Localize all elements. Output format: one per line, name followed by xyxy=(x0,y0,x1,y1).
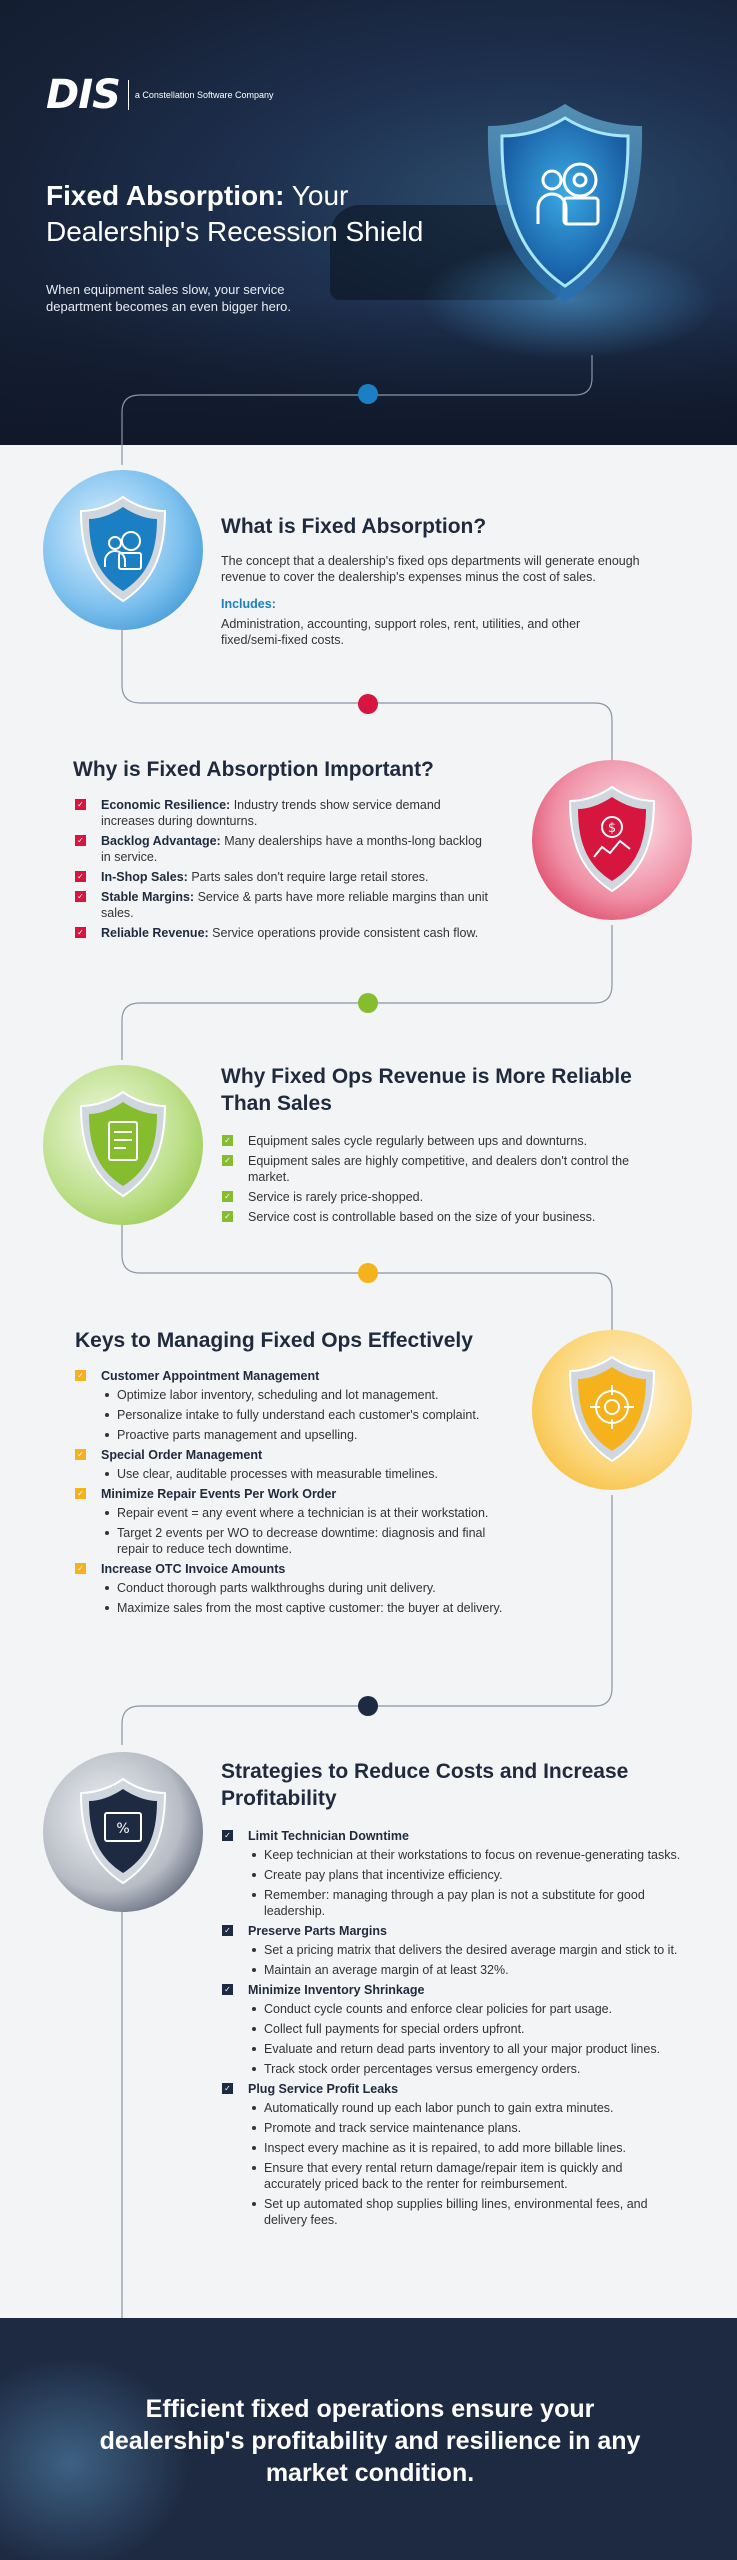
icon-circle-blue xyxy=(43,470,203,630)
list-item: ✓Equipment sales are highly competitive,… xyxy=(222,1153,662,1185)
logo-tagline: a Constellation Software Company xyxy=(134,90,274,100)
list-item: Collect full payments for special orders… xyxy=(248,2021,682,2037)
shield-invoice-icon xyxy=(79,1090,167,1198)
shield-gear-person-icon xyxy=(487,104,643,302)
section-3-list: ✓Equipment sales cycle regularly between… xyxy=(222,1133,662,1229)
footer-text: Efficient fixed operations ensure your d… xyxy=(99,2395,641,2487)
list-item: ✓In-Shop Sales: Parts sales don't requir… xyxy=(75,869,495,885)
list-item: Set up automated shop supplies billing l… xyxy=(248,2196,682,2228)
check-icon: ✓ xyxy=(75,799,86,810)
icon-circle-red: $ xyxy=(532,760,692,920)
list-item: Maximize sales from the most captive cus… xyxy=(101,1600,515,1616)
list-item: ✓Service is rarely price-shopped. xyxy=(222,1189,662,1205)
shield-person-gear-icon xyxy=(79,495,167,603)
timeline-dot-gold xyxy=(358,1263,378,1283)
list-item: Proactive parts management and upselling… xyxy=(101,1427,515,1443)
list-item: ✓Stable Margins: Service & parts have mo… xyxy=(75,889,495,921)
list-item: Conduct thorough parts walkthroughs duri… xyxy=(101,1580,515,1596)
section-4-title: Keys to Managing Fixed Ops Effectively xyxy=(75,1329,473,1352)
check-icon: ✓ xyxy=(75,1449,86,1460)
list-item: Repair event = any event where a technic… xyxy=(101,1505,515,1521)
list-item: Set a pricing matrix that delivers the d… xyxy=(248,1942,682,1958)
shield-percent-board-icon: % xyxy=(79,1777,167,1885)
shield-dollar-chart-icon: $ xyxy=(568,785,656,893)
list-item: Target 2 events per WO to decrease downt… xyxy=(101,1525,515,1557)
icon-circle-gold xyxy=(532,1330,692,1490)
list-item: Promote and track service maintenance pl… xyxy=(248,2120,682,2136)
check-icon: ✓ xyxy=(222,1135,233,1146)
check-icon: ✓ xyxy=(75,891,86,902)
check-icon: ✓ xyxy=(75,1370,86,1381)
check-icon: ✓ xyxy=(75,1563,86,1574)
svg-text:%: % xyxy=(116,1821,129,1837)
list-item: Maintain an average margin of at least 3… xyxy=(248,1962,682,1978)
timeline-dot-blue xyxy=(358,384,378,404)
timeline-dot-navy xyxy=(358,1696,378,1716)
list-item: Keep technician at their workstations to… xyxy=(248,1847,682,1863)
hero-title-rest: Your Dealership's Recession Shield xyxy=(46,180,424,247)
list-item: Inspect every machine as it is repaired,… xyxy=(248,2140,682,2156)
check-icon: ✓ xyxy=(222,2083,233,2094)
timeline-dot-red xyxy=(358,694,378,714)
list-item: Track stock order percentages versus eme… xyxy=(248,2061,682,2077)
list-item: Ensure that every rental return damage/r… xyxy=(248,2160,682,2192)
list-item: Personalize intake to fully understand e… xyxy=(101,1407,515,1423)
hero-title: Fixed Absorption: Your Dealership's Rece… xyxy=(46,178,466,250)
svg-text:$: $ xyxy=(608,821,616,836)
logo-mark: DIS xyxy=(46,72,121,118)
check-icon: ✓ xyxy=(75,871,86,882)
list-item: Create pay plans that incentivize effici… xyxy=(248,1867,682,1883)
list-group: ✓Customer Appointment Management Optimiz… xyxy=(75,1368,515,1443)
list-item: Evaluate and return dead parts inventory… xyxy=(248,2041,682,2057)
list-group: ✓Minimize Repair Events Per Work Order R… xyxy=(75,1486,515,1557)
check-icon: ✓ xyxy=(222,1191,233,1202)
logo-separator xyxy=(127,80,129,110)
section-2-list: ✓Economic Resilience: Industry trends sh… xyxy=(75,797,495,945)
check-icon: ✓ xyxy=(222,1211,233,1222)
hero-title-bold: Fixed Absorption: xyxy=(46,180,285,211)
check-icon: ✓ xyxy=(222,1830,233,1841)
list-group: ✓Special Order Management Use clear, aud… xyxy=(75,1447,515,1482)
list-item: ✓Economic Resilience: Industry trends sh… xyxy=(75,797,495,829)
list-item: Use clear, auditable processes with meas… xyxy=(101,1466,515,1482)
check-icon: ✓ xyxy=(222,1925,233,1936)
section-1-includes-label: Includes: xyxy=(221,597,276,611)
section-4-list: ✓Customer Appointment Management Optimiz… xyxy=(75,1368,515,1620)
list-item: Automatically round up each labor punch … xyxy=(248,2100,682,2116)
list-item: ✓Reliable Revenue: Service operations pr… xyxy=(75,925,495,941)
list-group: ✓Increase OTC Invoice Amounts Conduct th… xyxy=(75,1561,515,1616)
list-item: ✓Equipment sales cycle regularly between… xyxy=(222,1133,662,1149)
check-icon: ✓ xyxy=(222,1155,233,1166)
check-icon: ✓ xyxy=(75,1488,86,1499)
list-item: ✓Service cost is controllable based on t… xyxy=(222,1209,662,1225)
hero-banner: DIS a Constellation Software Company Fix… xyxy=(0,0,737,445)
list-group: ✓Preserve Parts Margins Set a pricing ma… xyxy=(222,1923,682,1978)
check-icon: ✓ xyxy=(75,927,86,938)
list-group: ✓Plug Service Profit Leaks Automatically… xyxy=(222,2081,682,2228)
dis-logo[interactable]: DIS a Constellation Software Company xyxy=(46,72,273,118)
list-group: ✓Limit Technician Downtime Keep technici… xyxy=(222,1828,682,1919)
icon-circle-navy: % xyxy=(43,1752,203,1912)
list-item: Conduct cycle counts and enforce clear p… xyxy=(248,2001,682,2017)
section-1-title: What is Fixed Absorption? xyxy=(221,515,487,538)
check-icon: ✓ xyxy=(75,835,86,846)
list-item: Remember: managing through a pay plan is… xyxy=(248,1887,682,1919)
list-group: ✓Minimize Inventory Shrinkage Conduct cy… xyxy=(222,1982,682,2077)
section-2-title: Why is Fixed Absorption Important? xyxy=(73,758,434,781)
section-5-list: ✓Limit Technician Downtime Keep technici… xyxy=(222,1828,682,2232)
hero-subtitle: When equipment sales slow, your service … xyxy=(46,282,291,314)
hero-field-background xyxy=(0,300,737,445)
section-1-body: The concept that a dealership's fixed op… xyxy=(221,554,640,584)
list-item: ✓Backlog Advantage: Many dealerships hav… xyxy=(75,833,495,865)
section-1-includes-text: Administration, accounting, support role… xyxy=(221,617,581,647)
footer-banner: Efficient fixed operations ensure your d… xyxy=(0,2318,737,2560)
shield-target-icon xyxy=(568,1355,656,1463)
list-item: Optimize labor inventory, scheduling and… xyxy=(101,1387,515,1403)
timeline-dot-green xyxy=(358,993,378,1013)
check-icon: ✓ xyxy=(222,1984,233,1995)
icon-circle-green xyxy=(43,1065,203,1225)
